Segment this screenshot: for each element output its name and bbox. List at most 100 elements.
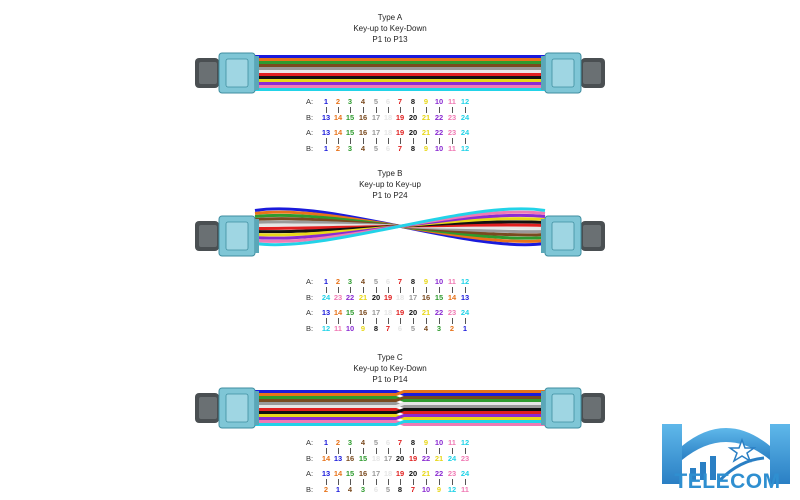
- type-a-mapping: P1 to P13: [372, 35, 408, 44]
- pin-number: 13: [321, 308, 331, 317]
- pin-line: [376, 448, 377, 454]
- pin-line: [388, 479, 389, 485]
- row-label: A:: [306, 128, 314, 137]
- pin-line: [400, 318, 401, 324]
- pin-number: 16: [358, 308, 368, 317]
- pin-number: 23: [447, 113, 457, 122]
- pin-number: 8: [397, 485, 403, 494]
- row-label: B:: [306, 485, 314, 494]
- pin-number: 17: [408, 293, 418, 302]
- pin-number: 2: [335, 97, 341, 106]
- connector-boot-detail: [199, 225, 217, 247]
- pin-number: 13: [460, 293, 470, 302]
- pin-number: 8: [410, 438, 416, 447]
- pin-line: [439, 318, 440, 324]
- pin-number: 19: [383, 293, 393, 302]
- pin-number: 23: [447, 469, 457, 478]
- pin-number: 3: [347, 277, 353, 286]
- pin-number: 21: [421, 128, 431, 137]
- pin-number: 16: [345, 454, 355, 463]
- pin-line: [465, 287, 466, 293]
- pin-number: 22: [434, 308, 444, 317]
- pin-line: [326, 138, 327, 144]
- pin-number: 8: [410, 144, 416, 153]
- pin-number: 20: [408, 308, 418, 317]
- pin-line: [400, 479, 401, 485]
- pin-line: [400, 448, 401, 454]
- row-label: A:: [306, 97, 314, 106]
- pin-number: 3: [347, 438, 353, 447]
- row-label: B:: [306, 113, 314, 122]
- connector-ferrule: [255, 219, 259, 253]
- pin-number: 14: [333, 113, 343, 122]
- pin-line: [413, 448, 414, 454]
- pin-number: 6: [373, 485, 379, 494]
- pin-number: 19: [395, 469, 405, 478]
- pin-number: 18: [383, 113, 393, 122]
- pin-number: 19: [395, 308, 405, 317]
- pin-line: [465, 479, 466, 485]
- pin-number: 14: [333, 469, 343, 478]
- pin-line: [452, 107, 453, 113]
- pin-number: 22: [434, 469, 444, 478]
- fiber-line: [255, 408, 545, 414]
- row-label: B:: [306, 293, 314, 302]
- pin-number: 5: [373, 438, 379, 447]
- pin-number: 11: [448, 144, 456, 153]
- fiber-line: [254, 207, 546, 247]
- pin-line: [426, 479, 427, 485]
- pin-line: [350, 448, 351, 454]
- pin-line: [326, 448, 327, 454]
- pin-line: [452, 318, 453, 324]
- type-b-heading: Type B Key-up to Key-up P1 to P24: [300, 168, 480, 201]
- pin-number: 5: [373, 97, 379, 106]
- pin-number: 18: [371, 454, 381, 463]
- pin-number: 8: [410, 277, 416, 286]
- pin-number: 2: [449, 324, 455, 333]
- pin-line: [439, 138, 440, 144]
- pin-number: 4: [360, 144, 366, 153]
- type-c-heading: Type C Key-up to Key-Down P1 to P14: [300, 352, 480, 385]
- type-b-subtitle: Key-up to Key-up: [359, 180, 421, 189]
- pin-line: [326, 479, 327, 485]
- pin-line: [338, 448, 339, 454]
- pin-number: 18: [383, 469, 393, 478]
- pin-number: 18: [383, 128, 393, 137]
- row-label: A:: [306, 277, 314, 286]
- pin-line: [452, 448, 453, 454]
- pin-number: 12: [460, 144, 470, 153]
- pin-number: 4: [360, 277, 366, 286]
- pin-line: [376, 138, 377, 144]
- pin-number: 13: [333, 454, 343, 463]
- pin-number: 1: [335, 485, 341, 494]
- connector-boot-detail: [199, 62, 217, 84]
- pin-line: [439, 479, 440, 485]
- pin-number: 23: [460, 454, 470, 463]
- fiber-line: [255, 396, 545, 402]
- pin-number: 1: [323, 97, 329, 106]
- pin-line: [400, 138, 401, 144]
- pin-number: 24: [460, 469, 470, 478]
- pin-number: 12: [460, 438, 470, 447]
- type-a-subtitle: Key-up to Key-Down: [353, 24, 427, 33]
- pin-line: [326, 107, 327, 113]
- pin-number: 15: [345, 113, 355, 122]
- pin-number: 9: [423, 97, 429, 106]
- pin-number: 15: [345, 308, 355, 317]
- type-c-title: Type C: [377, 353, 403, 362]
- pin-number: 21: [434, 454, 444, 463]
- pin-line: [388, 138, 389, 144]
- pin-line: [388, 318, 389, 324]
- fiber-line: [255, 402, 545, 408]
- pin-number: 16: [358, 113, 368, 122]
- pin-number: 23: [447, 128, 457, 137]
- pin-line: [413, 479, 414, 485]
- pin-number: 21: [421, 469, 431, 478]
- pin-line: [363, 479, 364, 485]
- pin-line: [363, 448, 364, 454]
- pin-number: 24: [321, 293, 331, 302]
- connector-window: [225, 393, 249, 423]
- pin-line: [388, 448, 389, 454]
- pin-number: 7: [385, 324, 391, 333]
- pin-number: 14: [333, 128, 343, 137]
